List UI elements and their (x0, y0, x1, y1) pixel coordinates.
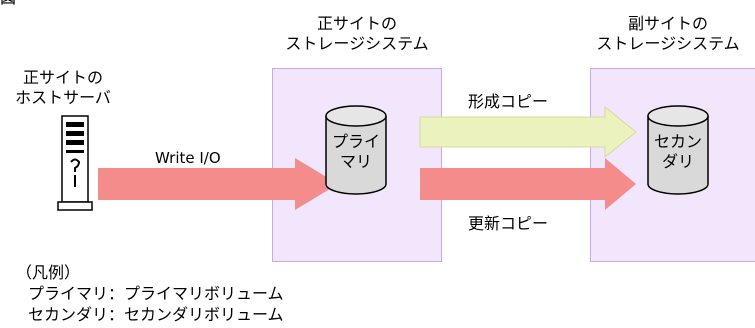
primary-site-label: 正サイトの ストレージシステム (262, 14, 452, 54)
host-label-line1: 正サイトの (22, 68, 103, 87)
update-copy-arrow (420, 158, 636, 210)
primary-volume-cylinder (325, 105, 387, 195)
initial-copy-label: 形成コピー (468, 92, 549, 111)
initial-copy-arrow (419, 105, 637, 159)
secondary-volume-label-line1: セカン (653, 132, 702, 151)
update-copy-label: 更新コピー (468, 214, 549, 233)
secondary-site-label-line2: ストレージシステム (596, 34, 740, 53)
secondary-volume-cylinder (647, 105, 709, 195)
diagram-title-fragment: 図 (0, 0, 16, 8)
secondary-volume-label-line2: ダリ (661, 152, 694, 171)
legend-line-primary: プライマリ：プライマリボリューム (28, 284, 284, 303)
server-icon (57, 115, 93, 211)
legend-heading: （凡例） (16, 263, 81, 282)
secondary-site-label-line1: 副サイトの (627, 14, 708, 33)
primary-volume-label-line2: マリ (339, 152, 372, 171)
host-label-line2: ホストサーバ (15, 88, 111, 107)
write-io-arrow (98, 158, 338, 210)
primary-site-label-line2: ストレージシステム (285, 34, 429, 53)
legend-line-secondary: セカンダリ：セカンダリボリューム (28, 305, 284, 324)
write-io-label: Write I/O (155, 149, 221, 167)
secondary-site-label: 副サイトの ストレージシステム (578, 14, 755, 54)
secondary-volume-label: セカン ダリ (644, 132, 712, 172)
primary-site-label-line1: 正サイトの (316, 14, 397, 33)
host-server-label: 正サイトの ホストサーバ (8, 68, 118, 108)
primary-volume-label-line1: プライ (331, 132, 380, 151)
primary-volume-label: プライ マリ (322, 132, 390, 172)
legend: （凡例） プライマリ：プライマリボリューム セカンダリ：セカンダリボリューム (16, 262, 284, 325)
